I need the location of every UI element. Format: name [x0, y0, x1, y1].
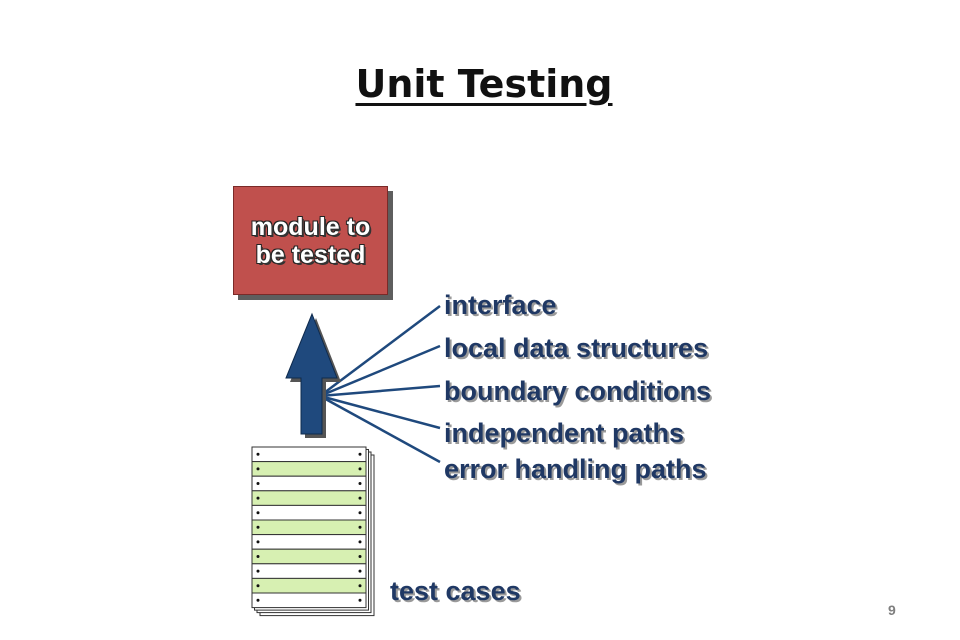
row-hole-dot — [256, 452, 260, 456]
test-cases-label: test cases — [390, 576, 521, 606]
row-hole-dot — [256, 467, 260, 471]
connector-local-data-structures — [319, 344, 441, 398]
row-hole-dot — [358, 569, 362, 573]
row-hole-dot — [256, 482, 260, 485]
module-box: module to be tested — [233, 186, 388, 295]
row-hole-dot — [358, 452, 362, 456]
row-hole-dot — [256, 569, 260, 573]
test-case-row — [251, 446, 367, 463]
row-hole-dot — [358, 598, 362, 602]
row-hole-dot — [256, 584, 260, 588]
test-case-row — [251, 548, 367, 565]
slide-title: Unit Testing — [355, 62, 613, 106]
row-hole-dot — [358, 467, 362, 471]
test-case-row — [251, 475, 367, 492]
row-hole-dot — [358, 555, 362, 558]
module-label: module to be tested — [250, 212, 371, 269]
row-hole-dot — [358, 540, 362, 544]
page-number: 9 — [888, 602, 896, 618]
aspect-error-handling-paths: error handling paths — [444, 454, 707, 484]
row-hole-dot — [256, 511, 260, 515]
connector-boundary-conditions — [319, 384, 441, 398]
test-case-row — [251, 490, 367, 506]
row-hole-dot — [358, 511, 362, 515]
row-hole-dot — [256, 525, 260, 529]
connector-interface — [319, 305, 441, 397]
up-arrow-icon — [285, 312, 341, 438]
test-case-row — [251, 592, 367, 609]
aspect-interface: interface — [444, 290, 557, 320]
connector-error-handling-paths — [319, 394, 441, 464]
connector-lines — [319, 305, 441, 464]
test-case-row — [251, 519, 367, 536]
row-hole-dot — [358, 496, 362, 500]
aspect-boundary-conditions: boundary conditions — [444, 376, 711, 406]
test-case-stack — [251, 446, 375, 617]
test-case-row — [251, 504, 367, 521]
row-hole-dot — [358, 584, 362, 588]
connector-independent-paths — [319, 394, 441, 430]
test-case-row — [251, 577, 367, 594]
aspect-local-data-structures: local data structures — [444, 333, 709, 363]
row-hole-dot — [358, 525, 362, 529]
test-case-row — [251, 461, 367, 477]
row-hole-dot — [256, 540, 260, 544]
row-hole-dot — [256, 598, 260, 602]
row-hole-dot — [256, 555, 260, 558]
row-hole-dot — [358, 482, 362, 485]
test-case-row — [251, 534, 367, 550]
aspect-independent-paths: independent paths — [444, 418, 685, 448]
test-case-row — [251, 563, 367, 579]
row-hole-dot — [256, 496, 260, 500]
